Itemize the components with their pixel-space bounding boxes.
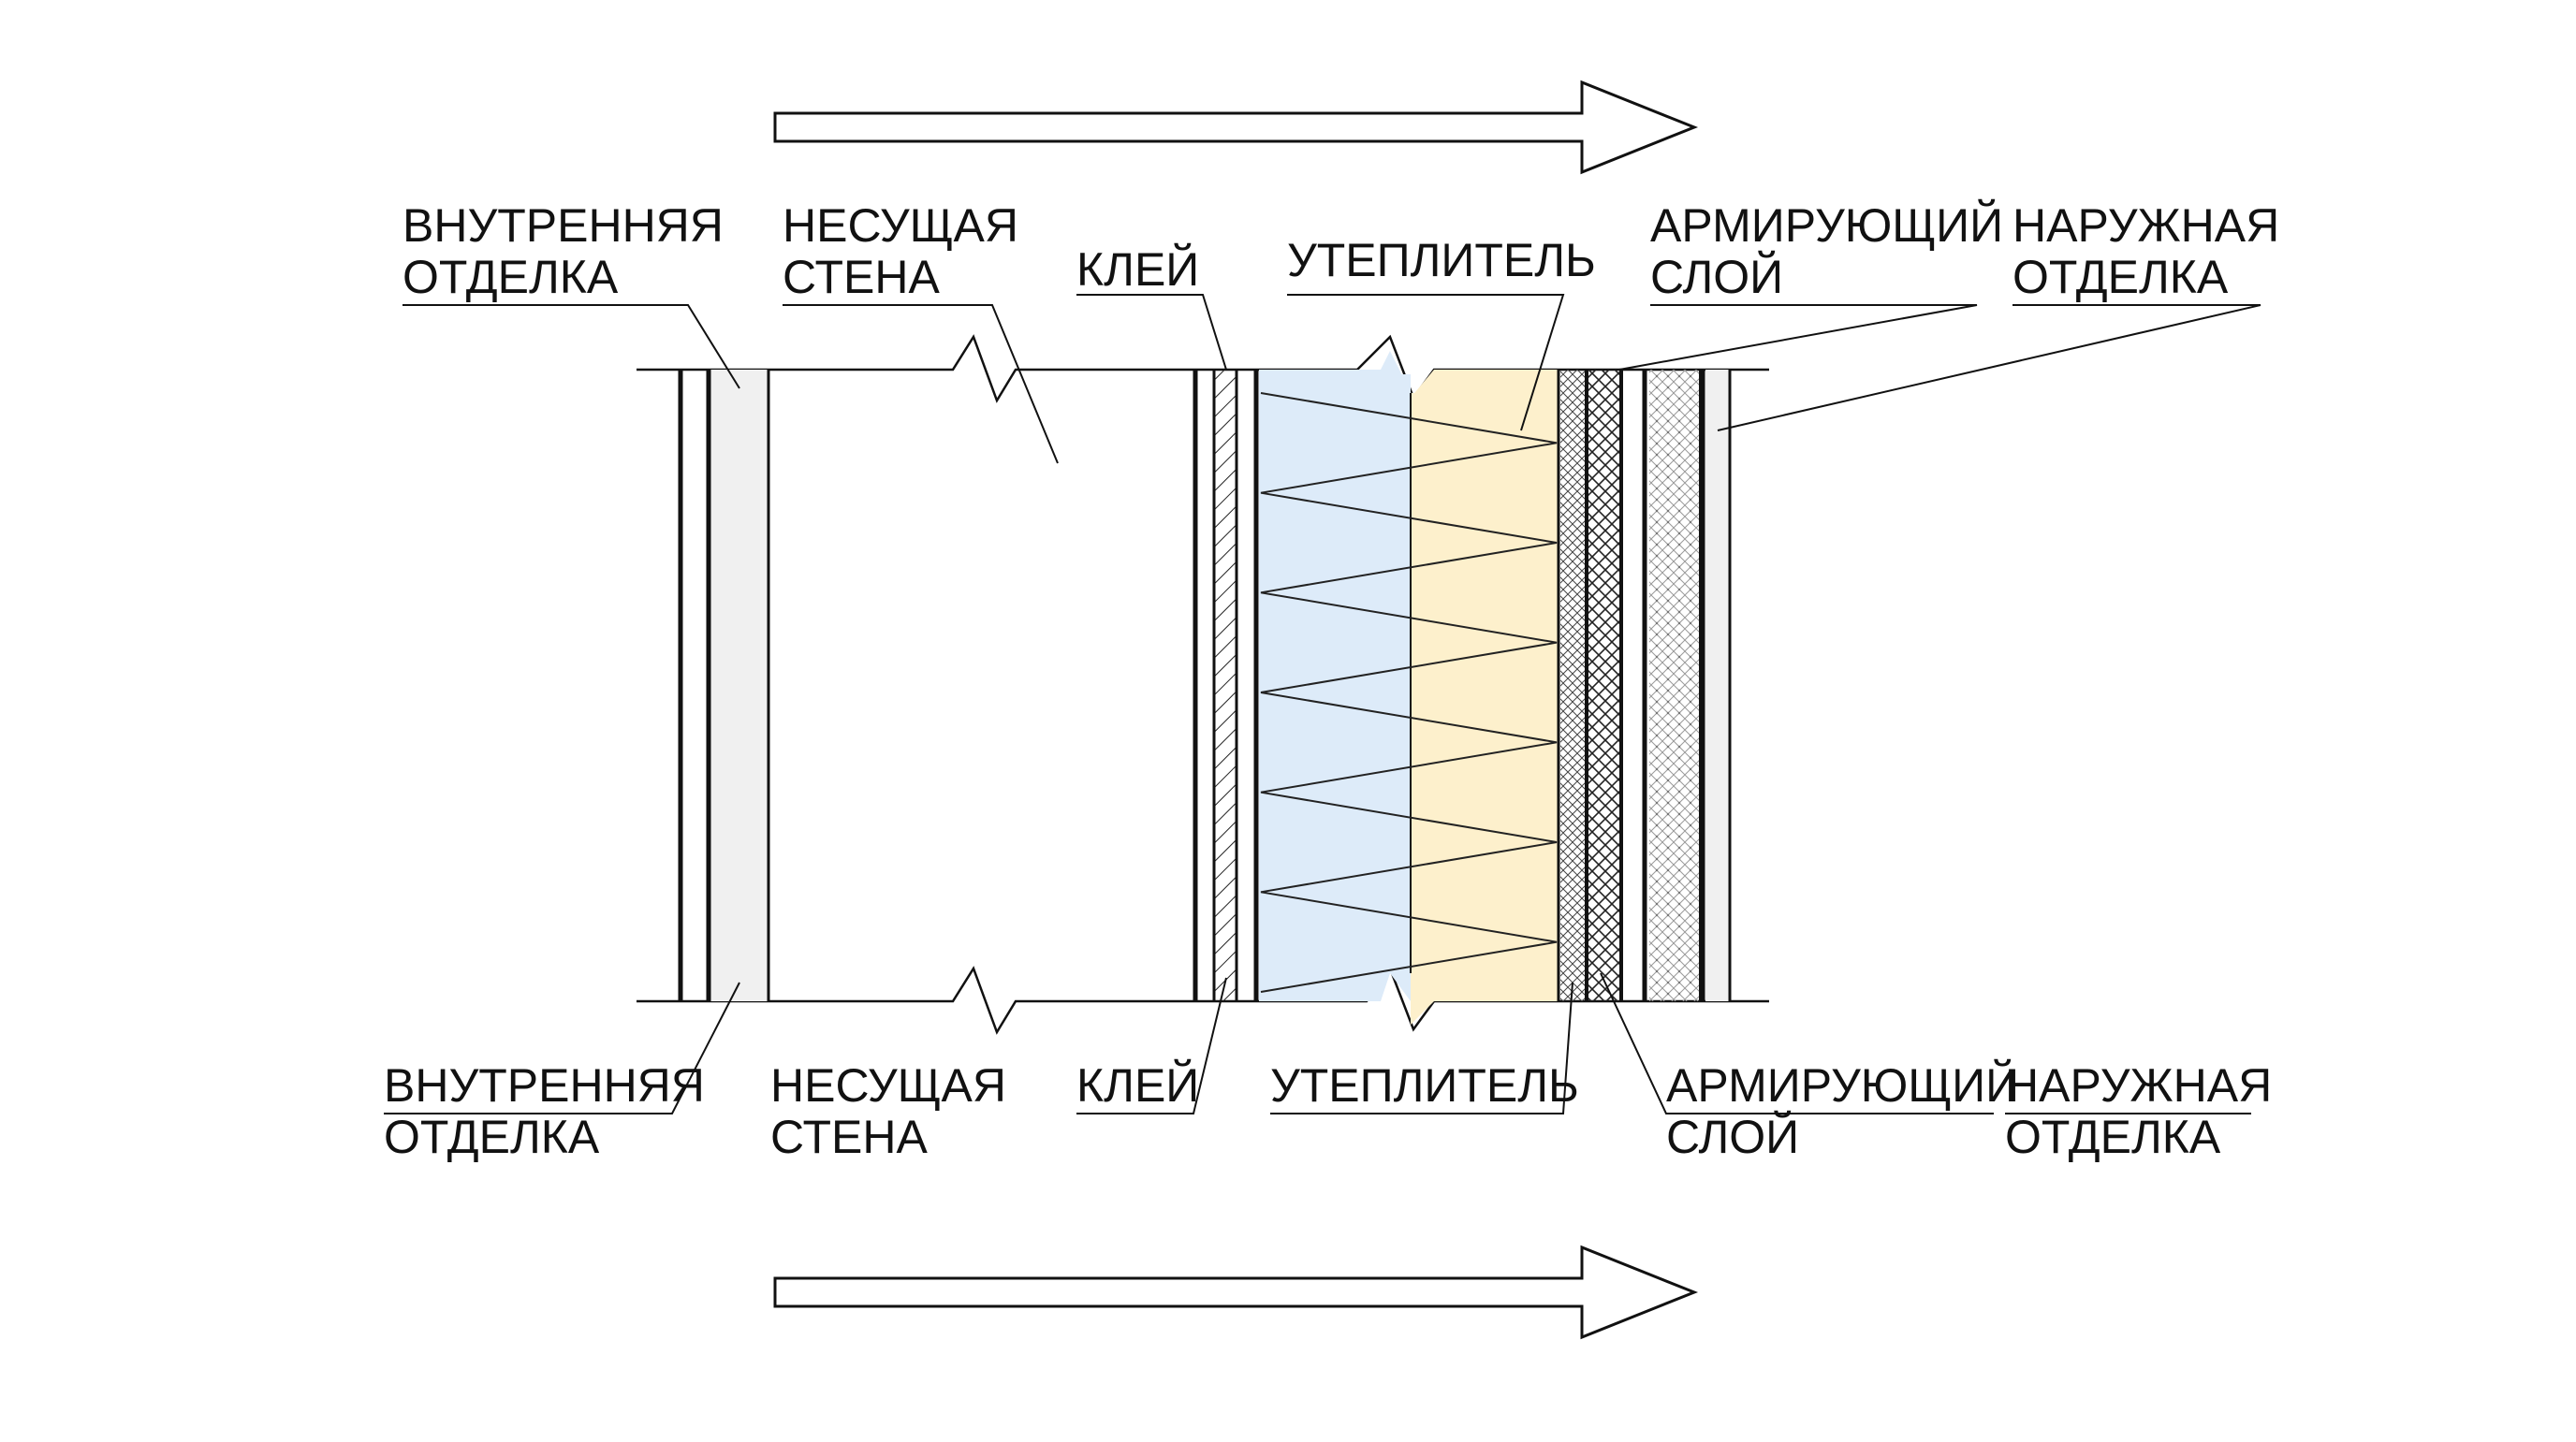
leader-bottom-adhesive xyxy=(1076,977,1227,1114)
reinforcing-fine-mesh xyxy=(1560,370,1587,1001)
leader-top-inner-finish xyxy=(402,304,740,389)
inner-finish-fill xyxy=(709,370,768,1001)
label-bottom-reinforcing: АРМИРУЮЩИЙ СЛОЙ xyxy=(1666,1058,2032,1163)
leader-top-adhesive xyxy=(1076,294,1227,371)
insulation-yellow-body xyxy=(1411,393,1559,1001)
leader-top-outer-finish xyxy=(1717,304,2261,431)
outer-finish-fill xyxy=(1705,370,1730,1001)
layer-outer-finish xyxy=(1649,370,1732,1001)
layer-reinforcing xyxy=(1560,370,1647,1001)
label-top-reinforcing: АРМИРУЮЩИЙ СЛОЙ xyxy=(1650,198,2016,303)
leader-bottom-inner-finish xyxy=(384,982,740,1114)
label-bottom-inner-finish: ВНУТРЕННЯЯ ОТДЕЛКА xyxy=(384,1059,718,1163)
bottom-boundary-left xyxy=(637,966,1193,1035)
outer-plaster xyxy=(1649,370,1701,1001)
direction-arrow-top xyxy=(773,80,1699,175)
leaders-top xyxy=(402,294,2261,464)
label-bottom-insulation: УТЕПЛИТЕЛЬ xyxy=(1270,1059,1579,1112)
leader-bottom-reinforcing xyxy=(1600,972,1994,1114)
label-top-insulation: УТЕПЛИТЕЛЬ xyxy=(1287,234,1596,286)
layer-inner-finish xyxy=(678,370,770,1001)
layer-adhesive xyxy=(1212,370,1259,1001)
arrow-bottom-shape xyxy=(773,1245,1699,1340)
labels-bottom: ВНУТРЕННЯЯ ОТДЕЛКА НЕСУЩАЯ СТЕНА КЛЕЙ УТ… xyxy=(384,1058,2285,1163)
label-top-inner-finish: ВНУТРЕННЯЯ ОТДЕЛКА xyxy=(402,199,737,303)
label-top-wall: НЕСУЩАЯ СТЕНА xyxy=(783,199,1032,303)
leaders-bottom xyxy=(384,972,2251,1114)
label-top-adhesive: КЛЕЙ xyxy=(1076,242,1199,296)
top-boundary-left xyxy=(637,334,1193,403)
label-bottom-wall: НЕСУЩАЯ СТЕНА xyxy=(770,1059,1019,1163)
leader-bottom-insulation xyxy=(1270,982,1573,1114)
label-bottom-adhesive: КЛЕЙ xyxy=(1076,1058,1199,1112)
leader-top-insulation xyxy=(1287,294,1565,431)
direction-arrow-bottom xyxy=(773,1245,1699,1340)
insulation-zigzag xyxy=(1260,392,1558,993)
labels-top: ВНУТРЕННЯЯ ОТДЕЛКА НЕСУЩАЯ СТЕНА КЛЕЙ УТ… xyxy=(402,198,2292,303)
reinforcing-mesh xyxy=(1588,370,1621,1001)
arrow-top-shape xyxy=(773,80,1699,175)
label-bottom-outer-finish: НАРУЖНАЯ ОТДЕЛКА xyxy=(2005,1059,2285,1163)
leader-top-reinforcing xyxy=(1618,304,1978,371)
insulation-blue-body xyxy=(1259,374,1411,973)
leader-top-wall xyxy=(783,304,1059,464)
adhesive-hatch xyxy=(1214,370,1237,1001)
label-top-outer-finish: НАРУЖНАЯ ОТДЕЛКА xyxy=(2012,199,2292,303)
layer-insulation xyxy=(1259,351,1560,1025)
